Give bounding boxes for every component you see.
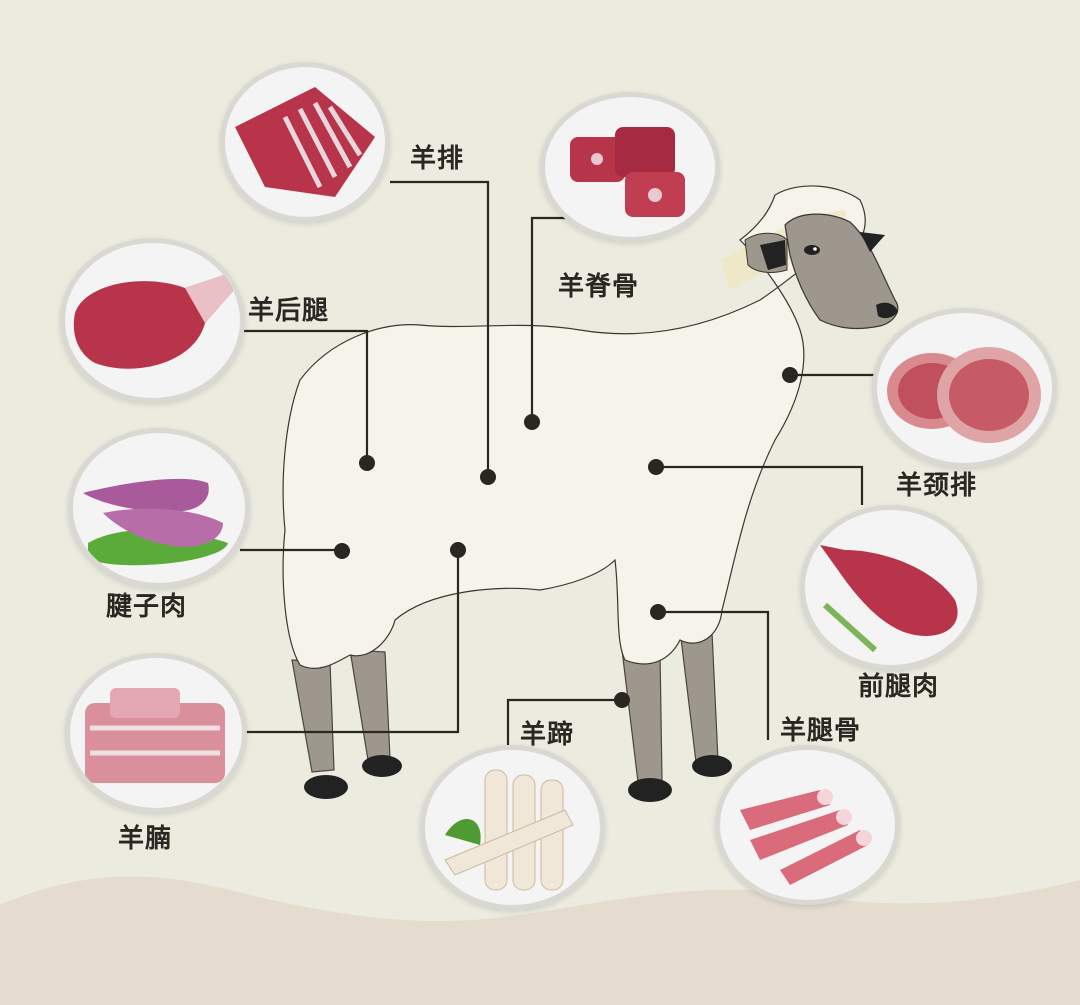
lamb-leg-bone-icon (715, 745, 900, 905)
lamb-hind-leg-icon (60, 238, 245, 403)
label-neck-chop: 羊颈排 (896, 471, 978, 501)
label-hind-leg: 羊后腿 (248, 296, 330, 326)
lamb-brisket-icon (65, 653, 247, 813)
label-rack: 羊排 (410, 144, 465, 174)
label-leg-bone: 羊腿骨 (780, 716, 862, 746)
lamb-neck-chop-icon (872, 308, 1057, 468)
label-spine: 羊脊骨 (558, 272, 640, 302)
lamb-rack-icon (220, 62, 390, 222)
sheep-head (744, 213, 899, 330)
lamb-foreleg-meat-icon (800, 505, 982, 670)
lamb-trotter-icon (420, 745, 605, 910)
label-shank: 腱子肉 (106, 592, 188, 622)
sheep-body (282, 185, 866, 669)
label-brisket: 羊腩 (118, 824, 173, 854)
lamb-spine-bone-icon (540, 92, 720, 242)
label-trotter: 羊蹄 (520, 720, 575, 750)
lamb-shank-icon (68, 428, 250, 588)
label-foreleg-meat: 前腿肉 (858, 672, 940, 702)
